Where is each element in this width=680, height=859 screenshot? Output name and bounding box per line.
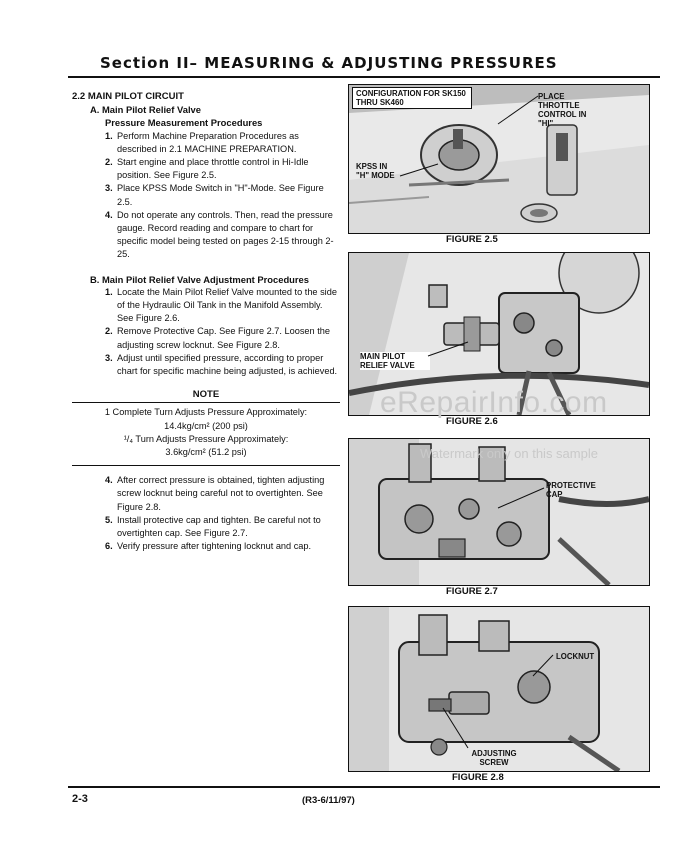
list-item: 4.After correct pressure is obtained, ti… <box>105 475 325 512</box>
footer-rule <box>68 786 660 788</box>
list-item: 1.Perform Machine Preparation Procedures… <box>105 130 299 154</box>
figure-2-6-leaders <box>427 341 469 357</box>
figure-2-5-caption: FIGURE 2.5 <box>446 234 498 245</box>
adjustment-steps: 1.Locate the Main Pilot Relief Valve mou… <box>72 286 340 378</box>
note-title: NOTE <box>72 388 340 404</box>
list-item: 5.Install protective cap and tighten. Be… <box>105 514 321 539</box>
final-steps: 4.After correct pressure is obtained, ti… <box>72 474 340 553</box>
note-rule <box>72 465 340 467</box>
measurement-steps: 1.Perform Machine Preparation Procedures… <box>72 130 340 262</box>
note-line: 14.4kg/cm² (200 psi) <box>164 420 248 431</box>
watermark-text: eRepairInfo.com <box>380 386 608 419</box>
list-item: 3.Adjust until specified pressure, accor… <box>105 352 338 377</box>
header-rule <box>68 76 660 78</box>
figure-2-6-caption: FIGURE 2.6 <box>446 416 498 427</box>
list-item: 2.Start engine and place throttle contro… <box>105 157 309 181</box>
page-number: 2-3 <box>72 793 88 805</box>
measurement-heading: Pressure Measurement Procedures <box>105 117 263 129</box>
procedure-column: 2.2 MAIN PILOT CIRCUIT A. Main Pilot Rel… <box>72 90 340 554</box>
figure-2-5-photo <box>348 84 650 234</box>
figure-2-7-caption: FIGURE 2.7 <box>446 586 498 597</box>
list-item: 4.Do not operate any controls. Then, rea… <box>105 209 334 260</box>
figure-2-8-caption: FIGURE 2.8 <box>452 772 504 783</box>
watermark-subtext: Watermark only on this sample <box>420 446 598 461</box>
protective-cap-label: PROTECTIVE CAP <box>546 481 596 499</box>
figure-2-8-photo <box>348 606 650 772</box>
kpss-label: KPSS IN "H" MODE <box>356 162 395 180</box>
configuration-label: CONFIGURATION FOR SK150 THRU SK460 <box>352 87 472 109</box>
adjusting-screw-label: ADJUSTING SCREW <box>471 749 517 767</box>
list-item: 3.Place KPSS Mode Switch in "H"-Mode. Se… <box>105 183 324 207</box>
throttle-label: PLACE THROTTLE CONTROL IN "HI" <box>538 92 587 128</box>
list-item: 2.Remove Protective Cap. See Figure 2.7.… <box>105 326 330 350</box>
note-line: 1 Complete Turn Adjusts Pressure Approxi… <box>104 407 308 418</box>
note-line: ¹/₄ Turn Adjusts Pressure Approximately: <box>123 433 289 444</box>
locknut-label: LOCKNUT <box>556 652 595 661</box>
figure-2-7-photo <box>348 438 650 586</box>
figure-2-7-leaders <box>497 487 545 509</box>
section-heading: 2.2 MAIN PILOT CIRCUIT <box>72 91 184 102</box>
page-title: Section II– MEASURING & ADJUSTING PRESSU… <box>100 54 558 72</box>
main-pilot-relief-valve-label: MAIN PILOT RELIEF VALVE <box>360 352 430 370</box>
subsection-a-heading: A. Main Pilot Relief Valve <box>90 104 201 116</box>
note-box: NOTE 1 Complete Turn Adjusts Pressure Ap… <box>72 388 340 467</box>
figure-2-8-leaders <box>442 654 554 749</box>
revision-code: (R3-6/11/97) <box>302 795 355 806</box>
figure-2-5-leaders <box>399 95 539 177</box>
subsection-b-heading: B. Main Pilot Relief Valve Adjustment Pr… <box>90 273 309 285</box>
figure-2-6-photo <box>348 252 650 416</box>
list-item: 1.Locate the Main Pilot Relief Valve mou… <box>105 286 337 324</box>
note-line: 3.6kg/cm² (51.2 psi) <box>165 447 247 458</box>
list-item: 6.Verify pressure after tightening lockn… <box>105 541 312 552</box>
